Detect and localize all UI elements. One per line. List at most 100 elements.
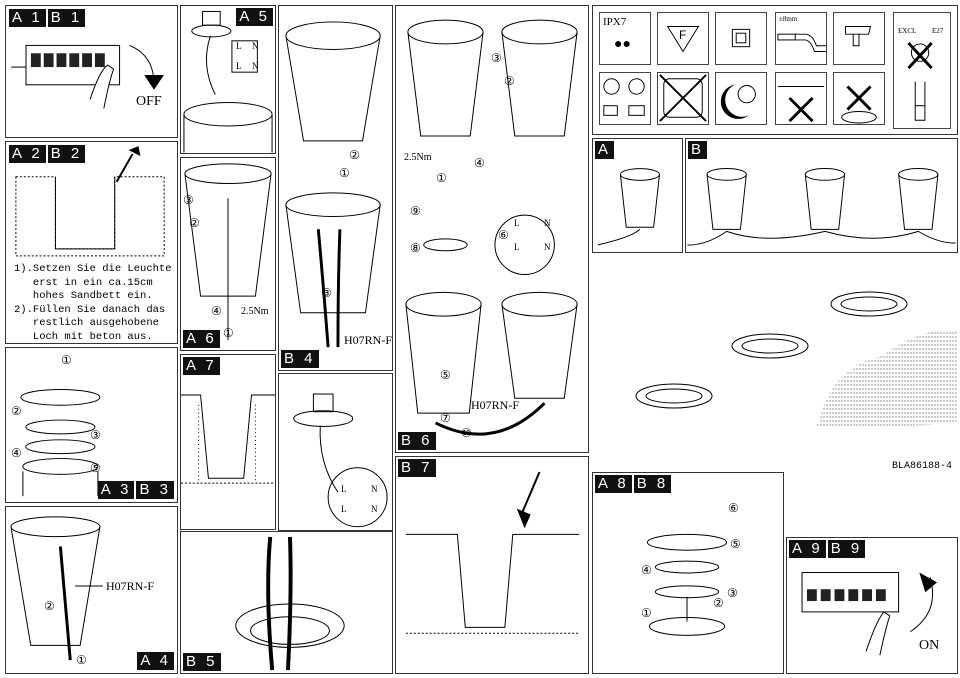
no-plants-cover-icon [833, 72, 885, 125]
step-marker: ④ [11, 446, 22, 460]
step-marker: ② [44, 599, 55, 613]
panel-a5: L N L N A 5 [180, 5, 276, 154]
step-tag: B 5 [183, 653, 221, 671]
step-marker: ③ [321, 286, 332, 300]
step-marker: ③ [183, 193, 194, 207]
tag-b2: B 2 [47, 145, 86, 163]
step-marker: ② [189, 216, 200, 230]
step-marker: ② [504, 74, 515, 88]
panel-b7: B 7 [395, 456, 589, 674]
tag-b3: B 3 [136, 481, 174, 499]
lamp-insert-wiring-illustration [293, 393, 388, 528]
step-marker: ④ [474, 156, 485, 170]
step-marker: ③ [491, 51, 502, 65]
panel-b6: ③ ② 2.5Nm ④ ① ⑨ ⑧ ⑥ L N L N ⑤ H07RN-F ⑦ … [395, 5, 589, 453]
tag-b6: B 6 [398, 432, 436, 450]
terminal-label: N [252, 61, 259, 71]
cable-type-label: H07RN-F [344, 333, 393, 347]
step-marker: ④ [641, 563, 652, 577]
tag-b5: B 5 [183, 653, 221, 671]
light-sensor-icon [715, 72, 767, 125]
class-ii-icon [715, 12, 767, 65]
panel-b4: ② ① ③ H07RN-F B 4 [278, 5, 393, 371]
tag-a2: A 2 [9, 145, 46, 163]
torque-label: 2.5Nm [241, 306, 269, 317]
step-tag: B [688, 141, 708, 159]
panel-a4: H07RN-F ② ① A 4 [5, 506, 178, 674]
cables-in-lamp-illustration [235, 536, 345, 671]
terminal-label: L [236, 41, 242, 51]
installed-lamp-in-ground-illustration [181, 394, 275, 484]
step-marker: ① [339, 166, 350, 180]
panel-b-multiple-lamps: B [685, 138, 958, 253]
instruction-line: hohes Sandbett ein. [14, 290, 153, 302]
tag-a8: A 8 [595, 475, 632, 493]
step-tag: A 4 [137, 652, 174, 670]
step-marker: ⑤ [730, 537, 741, 551]
torque-label: 2.5Nm [404, 152, 432, 163]
step-marker: ⑨ [410, 204, 421, 218]
terminal-label: L [514, 242, 520, 252]
lamps-in-ground-illustration [635, 291, 958, 428]
step-marker: ② [713, 596, 724, 610]
no-mains-cable-icon [775, 72, 827, 125]
panel-wiring-detail: L N L N [278, 373, 393, 531]
cable-type-label: H07RN-F [106, 579, 155, 593]
step-marker: ① [76, 653, 87, 667]
off-label: OFF [136, 94, 162, 109]
panel-a-single-lamp: A [592, 138, 683, 253]
strip-length-symbol: ±8mm [775, 12, 827, 65]
model-code: BLA86188-4 [891, 461, 952, 472]
single-lamp-illustration [597, 168, 660, 246]
step-marker: ⑩ [461, 426, 472, 440]
terminal-label: L [341, 484, 347, 494]
lamp-replacement-icon [599, 72, 651, 125]
ring-assembly-illustration [20, 388, 101, 497]
symbols-panel: IPX7 ●● F ±8mm EXCL E27 [592, 5, 958, 135]
step-marker: ⑥ [728, 501, 739, 515]
terminal-label: N [371, 484, 378, 494]
tag-b4: B 4 [281, 350, 319, 368]
strip-length-label: ±8mm [779, 15, 798, 23]
tag-b8: B 8 [633, 475, 672, 493]
step-marker: ⑧ [410, 241, 421, 255]
step-marker: ③ [727, 586, 738, 600]
cable-type-label: H07RN-F [471, 398, 520, 412]
tag-a: A [595, 141, 615, 159]
step-marker: ⑤ [90, 461, 101, 475]
tag-a7: A 7 [183, 357, 220, 375]
instruction-line: erst in ein ca.15cm [14, 276, 153, 289]
multiple-lamps-illustration [687, 167, 956, 246]
step-tag: A [595, 141, 615, 159]
excl-label: EXCL [898, 27, 917, 35]
instruction-line: 1).Setzen Sie die Leuchte [14, 263, 172, 275]
ipx-rating: IPX7 [603, 16, 627, 28]
on-label: ON [919, 638, 940, 653]
step-marker: ④ [211, 304, 222, 318]
step-marker: ① [641, 606, 652, 620]
socket-label: E27 [932, 27, 944, 35]
terminal-label: L [341, 504, 347, 514]
backfill-illustration [405, 471, 580, 634]
breaker-off-illustration [11, 44, 164, 109]
water-drops-icon: ●● [614, 37, 631, 52]
tag-a6: A 6 [183, 330, 220, 348]
f-mark-symbol: F [657, 12, 709, 65]
step-tag: B 4 [281, 350, 319, 368]
tag-b: B [688, 141, 708, 159]
panel-lamps-in-ground: BLA86188-4 [592, 256, 958, 472]
terminal-label: N [252, 41, 259, 51]
f-mark-letter: F [679, 28, 687, 42]
tag-b7: B 7 [398, 459, 436, 477]
terminal-label: N [544, 218, 551, 228]
walk-over-icon [833, 12, 885, 65]
instruction-text: 1).Setzen Sie die Leuchte erst in ein ca… [14, 263, 172, 344]
